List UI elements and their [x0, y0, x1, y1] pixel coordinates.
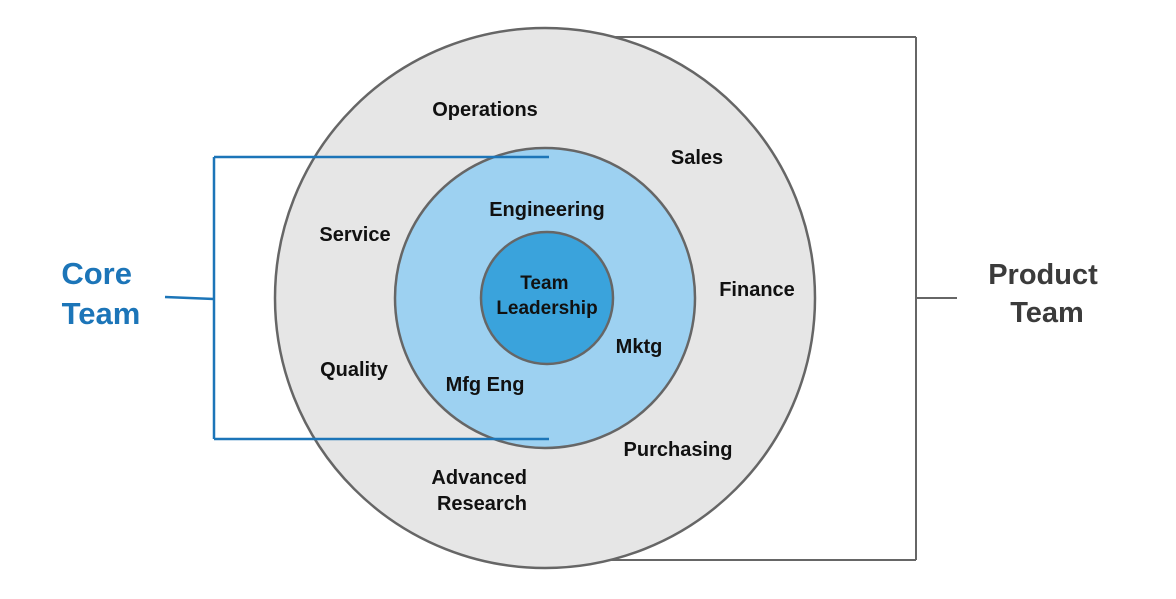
core-team-bracket — [164, 155, 549, 441]
outer-label-purchasing: Purchasing — [624, 439, 733, 461]
inner-label-line2: Leadership — [496, 298, 597, 319]
outer-label-advanced-research-line1: Advanced — [431, 467, 527, 489]
outer-label-advanced-research-line2: Research — [437, 493, 527, 515]
outer-label-advanced-research: Advanced Research — [431, 467, 532, 515]
outer-label-sales: Sales — [671, 147, 723, 169]
core-team-label-line2: Team — [62, 296, 141, 331]
product-team-label: Product Team — [988, 259, 1106, 329]
outer-label-quality: Quality — [320, 359, 389, 381]
middle-label-mktg: Mktg — [616, 336, 663, 358]
outer-label-finance: Finance — [719, 279, 795, 301]
core-team-label-line1: Core — [61, 256, 132, 291]
core-team-label: Core Team — [61, 256, 140, 331]
product-team-label-line1: Product — [988, 259, 1098, 291]
outer-label-operations: Operations — [432, 99, 538, 121]
outer-label-service: Service — [319, 224, 390, 246]
core-bracket-pointer — [164, 295, 215, 301]
inner-label-line1: Team — [520, 273, 568, 294]
inner-label-team-leadership: Team Leadership — [496, 273, 597, 319]
inner-circle — [479, 230, 615, 366]
middle-label-mfg-eng: Mfg Eng — [446, 374, 525, 396]
product-team-label-line2: Team — [1010, 297, 1084, 329]
middle-label-engineering: Engineering — [489, 199, 605, 221]
